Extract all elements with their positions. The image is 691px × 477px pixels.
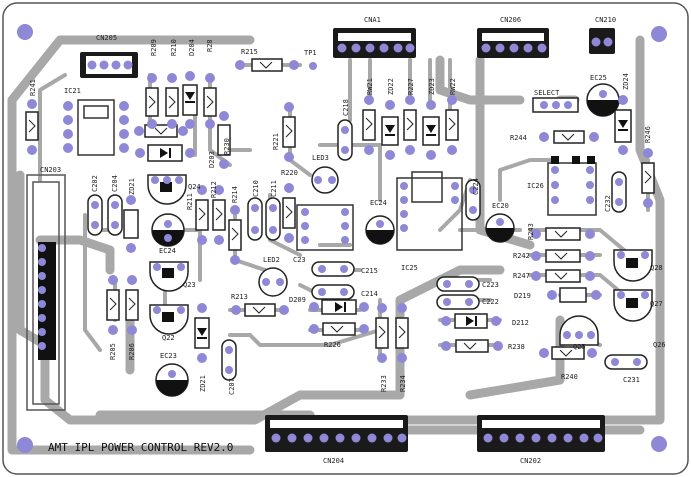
label-ec20: EC20 <box>492 202 509 210</box>
label-r241: R241 <box>29 79 37 96</box>
label-tp1: TP1 <box>304 49 317 57</box>
label-rw22: RW22 <box>449 78 457 95</box>
electrolytic-caps <box>151 83 620 397</box>
label-r243: R243 <box>527 223 535 240</box>
label-q27: Q27 <box>650 300 663 308</box>
ic21 <box>77 99 115 156</box>
label-c223: C223 <box>482 281 499 289</box>
label-r209: R209 <box>150 39 158 56</box>
label-cna1: CNA1 <box>364 16 381 24</box>
label-r214: R214 <box>231 186 239 203</box>
label-c222: C222 <box>482 298 499 306</box>
label-r227: R227 <box>407 78 415 95</box>
label-r215: R215 <box>241 48 258 56</box>
label-ic21: IC21 <box>64 87 81 95</box>
label-q22: Q22 <box>162 334 175 342</box>
label-d212: D212 <box>512 319 529 327</box>
label-c211: C211 <box>270 180 278 197</box>
label-r213: R213 <box>231 293 248 301</box>
label-d219: D219 <box>514 292 531 300</box>
label-zd24: ZD24 <box>622 73 630 90</box>
transistor-marks <box>160 182 638 322</box>
pads <box>17 24 667 453</box>
label-c214: C214 <box>361 290 378 298</box>
label-r242: R242 <box>513 252 530 260</box>
label-r220: R220 <box>281 169 298 177</box>
cn203-outline <box>26 174 66 411</box>
silk-labels: CN205 CNA1 CN206 CN210 CN203 CN204 CN202… <box>40 16 666 465</box>
label-ec24: EC24 <box>159 247 176 255</box>
cna1-body <box>333 28 416 58</box>
label-r230: R230 <box>223 138 231 155</box>
label-led2: LED2 <box>263 256 280 264</box>
label-c232: C232 <box>604 195 612 212</box>
label-ec23: EC23 <box>160 352 177 360</box>
label-c207: C207 <box>228 378 236 395</box>
label-zd23: ZD23 <box>428 78 436 95</box>
label-zd22: ZD22 <box>387 78 395 95</box>
label-q25: Q25 <box>573 343 586 351</box>
label-c215: C215 <box>361 267 378 275</box>
label-r210: R210 <box>170 39 178 56</box>
resistor-marks <box>28 61 652 357</box>
label-r226: R226 <box>324 341 341 349</box>
label-r234: R234 <box>399 375 407 392</box>
label-cn206: CN206 <box>500 16 521 24</box>
connector-slots <box>86 33 600 428</box>
resistors <box>25 58 655 360</box>
ic25 <box>396 171 463 251</box>
label-r221: R221 <box>272 133 280 150</box>
label-zd21: ZD21 <box>128 178 136 195</box>
label-c210: C210 <box>252 180 260 197</box>
label-r28: R28 <box>206 39 214 52</box>
label-cn210: CN210 <box>595 16 616 24</box>
label-d203: D203 <box>208 151 216 168</box>
label-cn205: CN205 <box>96 34 117 42</box>
cn206-body <box>477 28 549 58</box>
label-led3: LED3 <box>312 154 329 162</box>
label-cn203: CN203 <box>40 166 61 174</box>
diode-symbols <box>160 92 628 339</box>
label-ic26: IC26 <box>527 182 544 190</box>
leds <box>258 166 339 297</box>
label-ic25: IC25 <box>401 264 418 272</box>
label-r212: R212 <box>210 181 218 198</box>
label-cn204: CN204 <box>323 457 344 465</box>
label-r244: R244 <box>510 134 527 142</box>
label-q23: Q23 <box>183 281 196 289</box>
label-r246: R246 <box>644 126 652 143</box>
board-title: AMT IPL POWER CONTROL REV2.0 <box>48 441 233 454</box>
label-ec25: EC25 <box>590 74 607 82</box>
led3 <box>296 204 354 251</box>
label-c202: C202 <box>91 175 99 192</box>
silk-labels-vertical: R241 R209 R210 D204 R28 RW21 ZD22 R227 Z… <box>29 39 652 395</box>
label-ec24a: EC24 <box>370 199 387 207</box>
label-c231: C231 <box>623 376 640 384</box>
label-q26: Q26 <box>653 341 666 349</box>
label-zd21b: ZD21 <box>199 375 207 392</box>
label-q28: Q28 <box>650 264 663 272</box>
label-r233: R233 <box>380 375 388 392</box>
label-r206: R206 <box>128 343 136 360</box>
label-c224: C224 <box>472 178 480 195</box>
label-d204: D204 <box>188 39 196 56</box>
label-cn202: CN202 <box>520 457 541 465</box>
label-c204: C204 <box>111 175 119 192</box>
label-r205: R205 <box>109 343 117 360</box>
label-q24: Q24 <box>188 183 201 191</box>
square-pads <box>551 156 595 164</box>
label-r211: R211 <box>186 193 194 210</box>
label-c23: C23 <box>293 256 306 264</box>
cn210-body <box>589 28 615 54</box>
label-r240: R240 <box>561 373 578 381</box>
label-c218: C218 <box>342 99 350 116</box>
label-select: SELECT <box>534 89 560 97</box>
label-r238: R238 <box>508 343 525 351</box>
label-rw21: RW21 <box>366 78 374 95</box>
label-r247: R247 <box>513 272 530 280</box>
label-d209: D209 <box>289 296 306 304</box>
